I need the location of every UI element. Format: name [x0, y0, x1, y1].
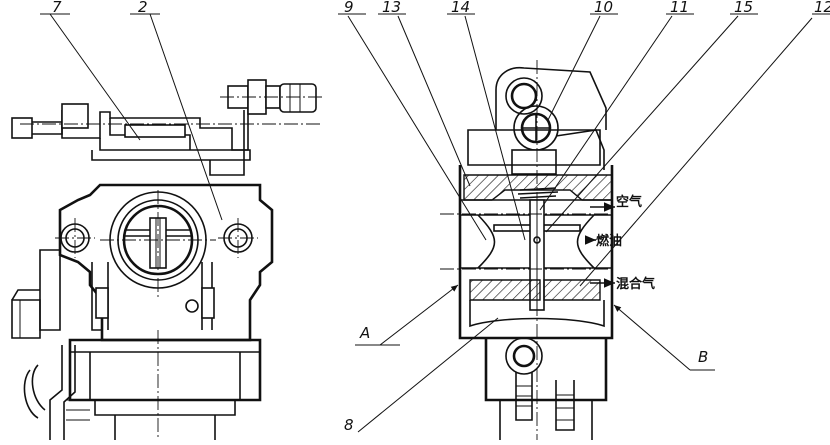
callout-2: 2	[138, 0, 148, 16]
callout-11: 11	[670, 0, 689, 16]
section-view	[338, 13, 830, 440]
callout-14: 14	[451, 0, 470, 16]
callout-10: 10	[594, 0, 613, 16]
callout-9: 9	[344, 0, 354, 16]
callout-12: 12	[814, 0, 830, 16]
callout-b: B	[698, 348, 708, 366]
callout-8: 8	[344, 416, 354, 434]
callout-a: A	[359, 324, 370, 342]
callout-15: 15	[734, 0, 753, 16]
front-view	[11, 13, 325, 440]
mixture-label: 混合气	[616, 276, 655, 292]
callout-13: 13	[382, 0, 401, 16]
callout-7: 7	[52, 0, 62, 16]
air-label: 空气	[616, 194, 642, 210]
fuel-label: 燃油	[596, 233, 622, 249]
